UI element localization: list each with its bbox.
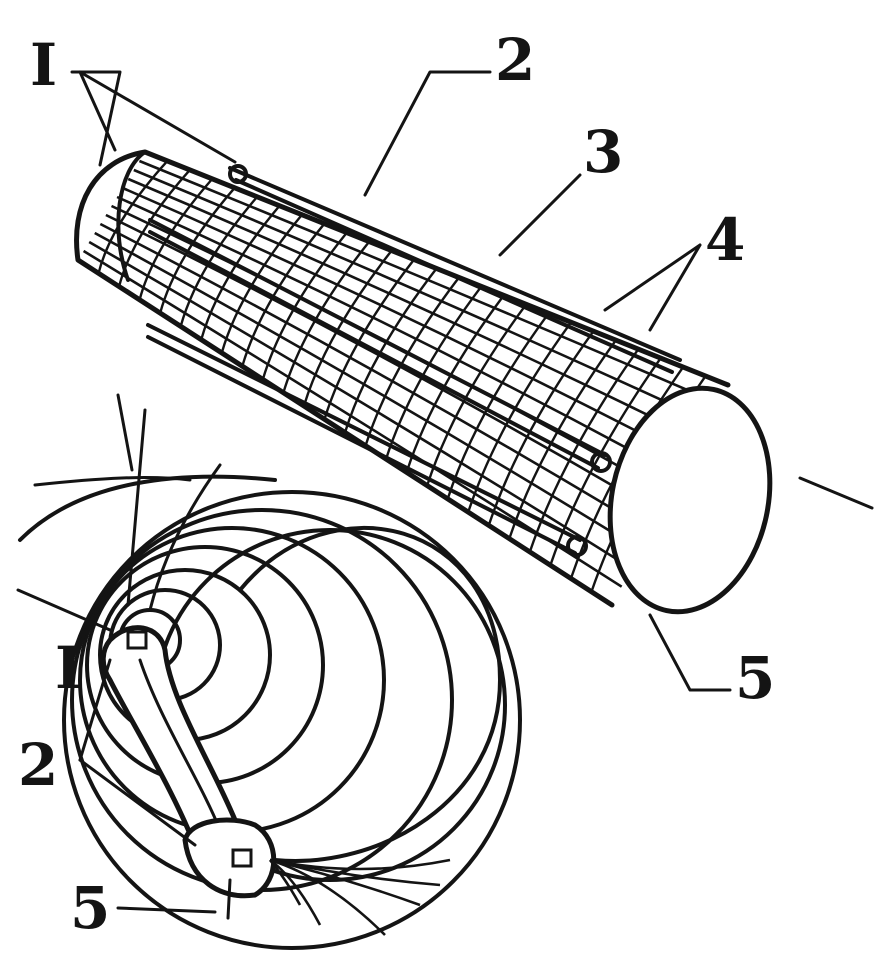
callout-bottom-1: I [55, 634, 82, 702]
field-fan-lines [269, 858, 451, 936]
field-circle-large [238, 526, 503, 863]
callout-top-3: 3 [583, 118, 623, 186]
mesh-ring-line [97, 160, 169, 274]
callout-bottom-5: 5 [70, 874, 110, 942]
mesh-axial-line [94, 231, 642, 552]
axial-strip-upper [228, 166, 682, 374]
cylinder-end-cap [607, 385, 773, 615]
field-fan-line [269, 858, 322, 926]
field-ray-2 [116, 393, 134, 472]
field-circle [62, 490, 522, 950]
leader-stem [226, 878, 232, 920]
mesh-ring-line [138, 178, 214, 301]
callout-top-5: 5 [735, 644, 775, 712]
field-fan-line [269, 859, 302, 906]
callout-top-4: 4 [705, 206, 745, 274]
field-fan-line [269, 858, 421, 907]
axial-strip-lower [146, 323, 582, 555]
field-fan-line [269, 858, 386, 936]
mesh-axial-line [116, 195, 681, 478]
field-ray-3 [148, 463, 222, 612]
callout-top-2: 2 [495, 26, 535, 94]
mesh-cylinder [74, 149, 874, 615]
mesh-axial-line [133, 168, 710, 423]
mesh-axial-line [88, 240, 633, 570]
mesh-axial-line [99, 222, 652, 533]
callout-bottom-2: 2 [18, 731, 58, 799]
field-arc-outer-1 [18, 474, 277, 542]
terminal-grid-top [126, 630, 148, 650]
leader-lines-bottom [78, 658, 217, 914]
terminal-grid-bottom [231, 848, 253, 868]
axial-strip-middle [148, 218, 607, 470]
magnetic-field-diagram [16, 393, 522, 950]
field-arc-outer-2 [33, 476, 192, 487]
callout-top-1: I [30, 31, 57, 99]
mesh-axial-line [105, 213, 661, 515]
strip-end-lower [566, 535, 588, 557]
strip-start [228, 164, 248, 184]
direction-arrow [798, 476, 874, 510]
conductor-inner-line [138, 658, 222, 832]
mesh-axial-line [127, 177, 700, 442]
mesh-axial-line [122, 186, 690, 460]
strip-end-upper [590, 451, 612, 473]
mesh-ring-line [117, 169, 191, 287]
leader-lines-top [70, 70, 732, 692]
field-ray-left [16, 588, 112, 632]
field-ray-1 [126, 408, 147, 607]
